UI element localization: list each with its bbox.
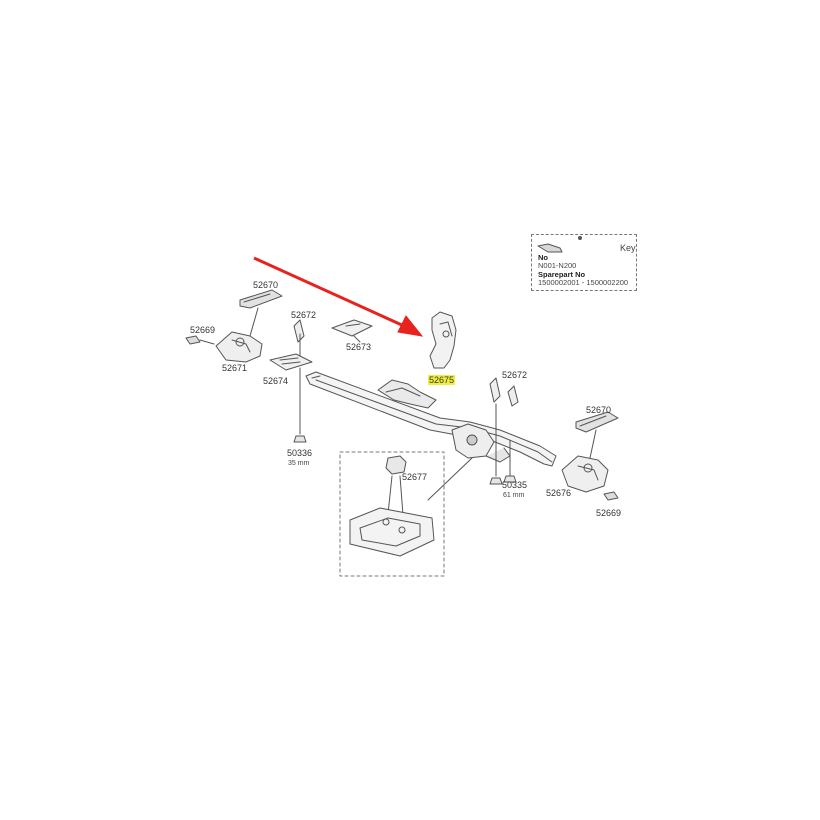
key-legend-box: Key No N001-N200 Sparepart No 1500002001… xyxy=(531,234,637,291)
frame-holder-52675 xyxy=(429,311,457,369)
key-title: Key xyxy=(620,243,636,253)
screw-left-52669 xyxy=(185,335,201,345)
label-52674: 52674 xyxy=(263,376,289,386)
plate-52674 xyxy=(269,353,313,371)
lever-left-52672 xyxy=(293,319,305,343)
label-52677: 52677 xyxy=(402,472,428,482)
key-sparepart-value: 1500002001 - 1500002200 xyxy=(538,278,629,287)
label-50335-length: 61 mm xyxy=(503,492,525,499)
bolt-50336 xyxy=(293,435,307,443)
key-no-value: N001-N200 xyxy=(538,261,577,270)
label-52670-right: 52670 xyxy=(586,405,612,415)
red-pointer-arrow xyxy=(253,256,424,337)
label-50336-length: 35 mm xyxy=(288,460,310,467)
key-icon xyxy=(537,243,563,253)
main-rail xyxy=(305,371,557,467)
label-52669-right: 52669 xyxy=(596,508,622,518)
label-52669-left: 52669 xyxy=(190,325,216,335)
key-sparepart-label: Sparepart No xyxy=(538,270,586,279)
strap-pad-right xyxy=(575,411,619,433)
wheel-tray-right-52676 xyxy=(561,455,609,493)
screw-right-52669 xyxy=(603,491,619,501)
plate-52673 xyxy=(331,319,373,337)
label-52672-left: 52672 xyxy=(291,310,317,320)
lock-cylinder-52677 xyxy=(385,455,407,475)
lever-right-52672 xyxy=(489,377,501,403)
wheel-tray-left-52671 xyxy=(215,331,263,363)
label-50335: 50335 xyxy=(502,480,528,490)
label-50336: 50336 xyxy=(287,448,313,458)
label-52676: 52676 xyxy=(546,488,572,498)
strap-pad-left xyxy=(239,289,283,309)
label-52675-text: 52675 xyxy=(428,375,456,385)
label-52673: 52673 xyxy=(346,342,372,352)
label-52675: 52675 xyxy=(428,375,456,385)
label-52672-right: 52672 xyxy=(502,370,528,380)
label-52671: 52671 xyxy=(222,363,248,373)
key-no-label: No xyxy=(538,253,548,262)
bolt-50335 xyxy=(489,477,503,485)
wheel-holder xyxy=(377,379,437,409)
label-52670-left: 52670 xyxy=(253,280,279,290)
